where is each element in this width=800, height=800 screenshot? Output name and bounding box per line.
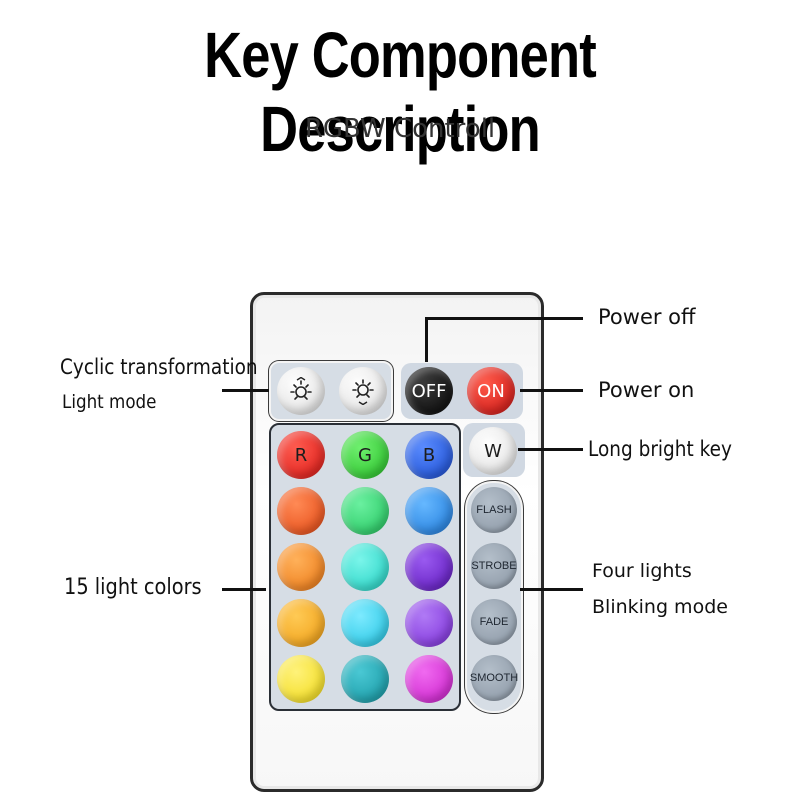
cyclic-leader (222, 389, 269, 392)
sun-down-icon (352, 379, 374, 405)
color-button[interactable] (277, 599, 325, 647)
power-on-callout: Power on (598, 378, 695, 402)
cyclic-callout-line1: Cyclic transformation (60, 355, 258, 379)
mode-button-1[interactable] (277, 367, 325, 415)
color-button[interactable] (405, 487, 453, 535)
remote-control: OFF ON R G B W FLASH STROBE FADE (250, 292, 544, 792)
fade-button[interactable]: FADE (471, 599, 517, 645)
color-button[interactable] (405, 599, 453, 647)
power-off-leader-vertical (425, 318, 428, 362)
color-button[interactable] (277, 487, 325, 535)
long-bright-callout: Long bright key (588, 437, 732, 461)
mode-button-2[interactable] (339, 367, 387, 415)
sun-up-icon (290, 377, 312, 400)
page-subtitle: RGBW Controll (304, 114, 496, 144)
color-button[interactable] (405, 543, 453, 591)
color-button[interactable] (405, 655, 453, 703)
color-button[interactable] (341, 543, 389, 591)
color-button[interactable] (341, 487, 389, 535)
power-off-button[interactable]: OFF (405, 367, 453, 415)
strobe-button[interactable]: STROBE (471, 543, 517, 589)
color-button[interactable] (277, 655, 325, 703)
white-button[interactable]: W (469, 427, 517, 475)
power-on-button[interactable]: ON (467, 367, 515, 415)
smooth-button[interactable]: SMOOTH (470, 655, 518, 701)
blue-button[interactable]: B (405, 431, 453, 479)
red-button[interactable]: R (277, 431, 325, 479)
colors-leader (222, 588, 266, 591)
colors-callout: 15 light colors (64, 575, 202, 600)
flash-button[interactable]: FLASH (471, 487, 517, 533)
green-button[interactable]: G (341, 431, 389, 479)
blink-callout-line1: Four lights (592, 560, 692, 582)
color-button[interactable] (341, 599, 389, 647)
long-bright-leader (518, 448, 583, 451)
color-button[interactable] (341, 655, 389, 703)
page-title: Key Component Description (204, 19, 597, 165)
blink-callout-line2: Blinking mode (592, 596, 728, 618)
power-on-leader (520, 389, 583, 392)
cyclic-callout-line2: Light mode (62, 391, 157, 413)
blink-leader (520, 588, 583, 591)
power-off-callout: Power off (598, 305, 696, 329)
color-button[interactable] (277, 543, 325, 591)
power-off-leader-horizontal (425, 317, 583, 320)
